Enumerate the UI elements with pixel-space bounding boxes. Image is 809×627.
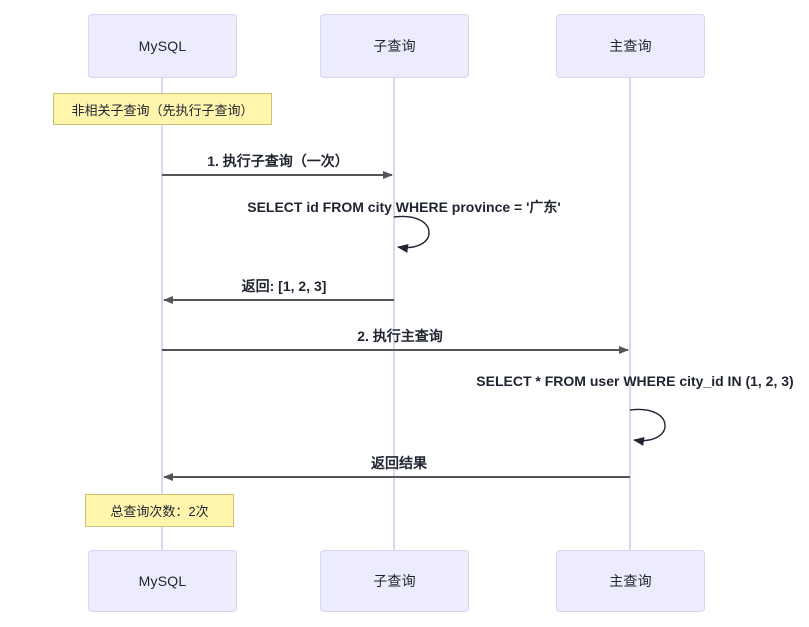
participant-label-subquery-bottom: 子查询 <box>373 573 416 589</box>
message-label-3: 返回: [1, 2, 3] <box>241 278 327 294</box>
participant-label-mainquery-bottom: 主查询 <box>609 573 652 589</box>
message-label-2: SELECT id FROM city WHERE province = '广东… <box>247 199 561 215</box>
participant-box-bottom-subquery[interactable]: 子查询 <box>320 550 469 612</box>
participant-label-mysql-top: MySQL <box>138 38 187 54</box>
participant-box-top-mainquery[interactable]: 主查询 <box>556 14 705 78</box>
note-non-correlated-subquery: 非相关子查询（先执行子查询） <box>53 93 272 125</box>
participant-label-subquery-top: 子查询 <box>373 38 416 54</box>
participant-box-top-mysql[interactable]: MySQL <box>88 14 237 78</box>
message-label-4: 2. 执行主查询 <box>357 328 443 344</box>
note-top-text: 非相关子查询（先执行子查询） <box>71 102 254 118</box>
participant-box-bottom-mysql[interactable]: MySQL <box>88 550 237 612</box>
message-label-6: 返回结果 <box>371 455 427 471</box>
self-message-arrow-msg-5 <box>629 408 666 446</box>
participant-label-mainquery-top: 主查询 <box>609 38 652 54</box>
note-total-query-count: 总查询次数：2次 <box>85 494 234 527</box>
message-label-5: SELECT * FROM user WHERE city_id IN (1, … <box>476 373 794 389</box>
message-label-1: 1. 执行子查询（一次） <box>207 153 349 169</box>
self-message-arrow-msg-2 <box>393 215 430 253</box>
participant-box-top-subquery[interactable]: 子查询 <box>320 14 469 78</box>
participant-label-mysql-bottom: MySQL <box>138 573 187 589</box>
participant-box-bottom-mainquery[interactable]: 主查询 <box>556 550 705 612</box>
note-bottom-text: 总查询次数：2次 <box>110 504 209 519</box>
